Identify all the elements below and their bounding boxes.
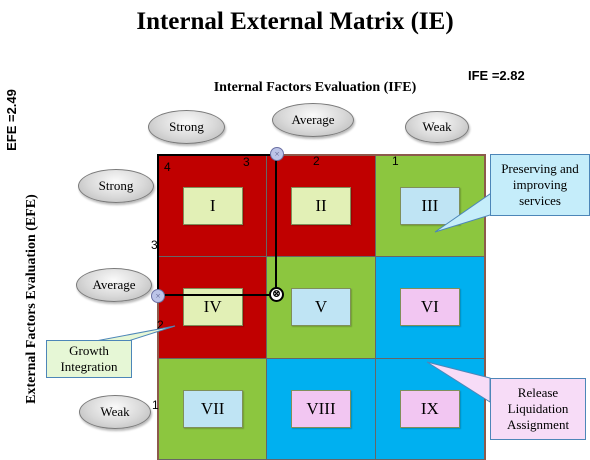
cell-label-6: VI bbox=[399, 288, 460, 327]
scale-number-top-4: 4 bbox=[164, 160, 171, 174]
ife-path-vertical-line bbox=[275, 154, 277, 294]
matrix-cell-9: IX bbox=[375, 358, 484, 460]
scale-number-left-3: 3 bbox=[151, 238, 158, 252]
efe-path-left-line bbox=[157, 154, 159, 296]
preserve-callout-line-1: Preserving and bbox=[501, 160, 579, 176]
release-callout-line-1: Release bbox=[517, 384, 559, 400]
efe-axis-marker: × bbox=[151, 289, 165, 303]
ife-path-top-line bbox=[157, 154, 277, 156]
release-callout-line-2: Liquidation bbox=[507, 400, 569, 416]
page-title: Internal External Matrix (IE) bbox=[136, 8, 454, 35]
matrix-cell-8: VIII bbox=[267, 358, 376, 460]
efe-path-horizontal-line bbox=[157, 294, 277, 296]
column-header-average: Average bbox=[272, 103, 354, 137]
cell-label-1: I bbox=[182, 187, 243, 226]
cell-label-3: III bbox=[399, 187, 460, 226]
preserve-improve-callout: Preserving and improving services bbox=[490, 154, 590, 216]
growth-callout-line-2: Integration bbox=[60, 359, 118, 374]
cell-label-2: II bbox=[290, 187, 351, 226]
growth-integration-callout: Growth Integration bbox=[46, 340, 132, 378]
column-header-weak: Weak bbox=[405, 111, 469, 143]
ife-axis-label: Internal Factors Evaluation (IFE) bbox=[213, 80, 417, 95]
matrix-cell-3: III bbox=[375, 156, 484, 258]
column-header-strong: Strong bbox=[148, 110, 225, 144]
efe-score-label: EFE =2.49 bbox=[4, 89, 19, 151]
row-header-weak: Weak bbox=[79, 395, 151, 429]
ife-score-label: IFE =2.82 bbox=[468, 68, 525, 83]
cell-label-8: VIII bbox=[290, 389, 351, 428]
efe-axis-label: External Factors Evaluation (EFE) bbox=[24, 194, 39, 404]
scale-number-left-1: 1 bbox=[152, 398, 159, 412]
scale-number-left-2: 2 bbox=[157, 318, 164, 332]
matrix-cell-5: V bbox=[267, 257, 376, 359]
matrix-cell-6: VI bbox=[375, 257, 484, 359]
row-header-strong: Strong bbox=[78, 169, 154, 203]
scale-number-top-2: 2 bbox=[313, 154, 320, 168]
position-intersection-marker: ⊗ bbox=[269, 287, 284, 302]
row-header-average: Average bbox=[76, 268, 152, 302]
release-liquidation-callout: Release Liquidation Assignment bbox=[490, 378, 586, 440]
cell-label-5: V bbox=[290, 288, 351, 327]
matrix-cell-2: II bbox=[267, 156, 376, 258]
cell-label-7: VII bbox=[182, 389, 243, 428]
growth-callout-line-1: Growth bbox=[69, 342, 109, 358]
cell-label-9: IX bbox=[399, 389, 460, 428]
matrix-cell-4: IV bbox=[159, 257, 268, 359]
preserve-callout-line-2: improving bbox=[512, 176, 568, 192]
matrix-cell-1: I bbox=[159, 156, 268, 258]
matrix-cell-7: VII bbox=[159, 358, 268, 460]
scale-number-top-3: 3 bbox=[243, 155, 250, 169]
release-callout-line-3: Assignment bbox=[506, 417, 570, 433]
preserve-callout-line-3: services bbox=[519, 193, 561, 209]
ie-matrix-grid: I II III IV V VI VII VIII IX bbox=[157, 154, 486, 460]
ife-axis-marker: × bbox=[270, 147, 284, 161]
scale-number-top-1: 1 bbox=[392, 154, 399, 168]
